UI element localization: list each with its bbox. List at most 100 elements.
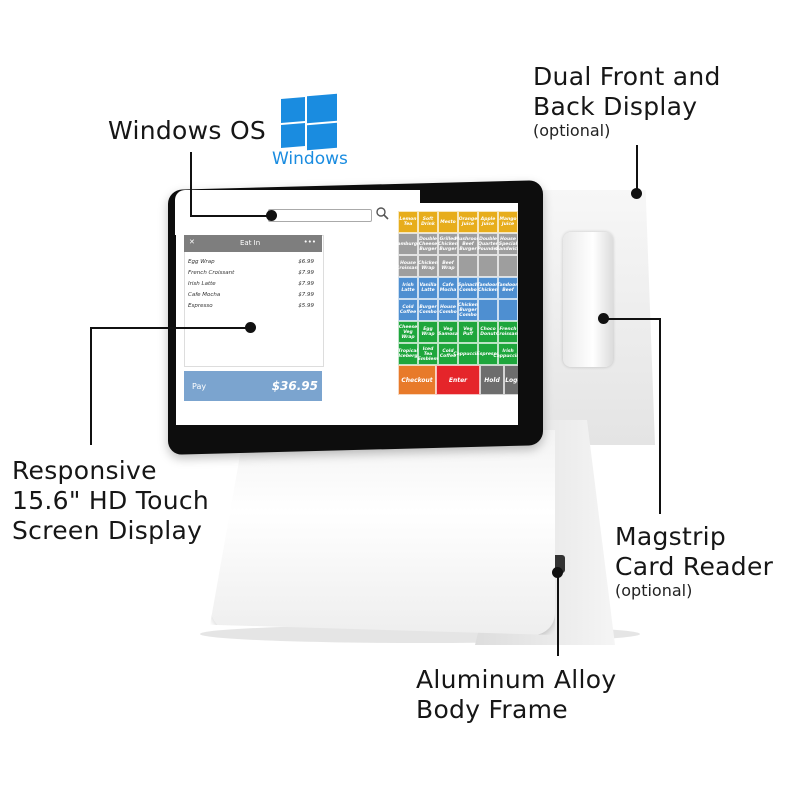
hold-button[interactable]: Hold [480,365,504,395]
touch-screen-label-2: 15.6" HD Touch [12,486,210,515]
alloy-leader-dot [552,567,563,578]
pay-button[interactable]: Pay $36.95 [184,371,322,401]
order-line-item[interactable]: Cafe Mocha $7.99 [188,292,314,298]
menu-item-button[interactable]: Double Quarter Pounder [477,233,499,255]
menu-item-button[interactable]: Cafe Mocha [438,277,458,299]
menu-item-button[interactable]: Iced Tea Emblem [418,343,438,365]
magstrip-label-2: Card Reader [615,552,774,581]
enter-button[interactable]: Enter [436,365,480,395]
alloy-frame-label-1: Aluminum Alloy [416,665,617,694]
menu-item-button[interactable]: Apple Juice [478,211,498,233]
menu-item-button[interactable]: Cheese Veg Wrap [398,321,418,343]
order-total: $36.95 [271,379,318,393]
windows-leader-line [190,152,192,216]
magstrip-leader-dot [598,313,609,324]
menu-item-button[interactable]: Grilled Chicken Burger [438,233,458,255]
dual-display-leader-dot [631,188,642,199]
order-item-name: Irish Latte [188,281,216,287]
menu-item-button[interactable]: House Combo [438,299,458,321]
menu-item-button[interactable]: Chicken Wrap [418,255,438,277]
menu-item-button[interactable]: Mushroom Beef Burger [455,233,481,255]
menu-item-button[interactable]: Veg Samosa [438,321,458,343]
search-input[interactable] [268,209,372,222]
menu-item-button[interactable]: Soft Drink [418,211,438,233]
menu-item-button[interactable]: Hamburger [394,233,422,255]
menu-item-button[interactable] [478,255,498,277]
logout-button[interactable]: Logout [504,365,518,395]
menu-item-button[interactable]: Tandoori Chicken [477,277,499,299]
order-header: ✕ Eat In ••• [184,235,322,252]
more-icon[interactable]: ••• [303,238,316,246]
magstrip-card-reader [563,232,613,367]
order-item-name: Cafe Mocha [188,292,221,298]
touch-leader-dot [245,322,256,333]
menu-item-button[interactable]: French Croissant [496,321,518,343]
order-line-item[interactable]: Egg Wrap $6.99 [188,259,314,265]
order-line-item[interactable]: French Croissant $7.99 [188,270,314,276]
magstrip-optional: (optional) [615,581,693,600]
touch-leader-line-h [90,327,250,329]
menu-item-button[interactable]: Irish Latte [398,277,418,299]
menu-item-button[interactable] [498,299,518,321]
dual-display-optional: (optional) [533,121,611,140]
order-panel [184,235,324,367]
menu-item-button[interactable]: Beef Wrap [438,255,458,277]
touch-leader-line [90,327,92,445]
menu-item-button[interactable]: Cold Coffee [438,343,458,365]
magstrip-label-1: Magstrip [615,522,727,551]
order-line-item[interactable]: Espresso $5.99 [188,303,314,309]
menu-item-button[interactable]: Mango Juice [498,211,518,233]
magstrip-leader-line [659,318,661,514]
alloy-leader-line [557,572,559,656]
menu-item-button[interactable]: Lemon Tea [398,211,418,233]
menu-item-button[interactable]: Tropical Iceberg [398,343,418,365]
order-item-price: $7.99 [298,292,314,298]
menu-item-button[interactable]: Egg Wrap [418,321,438,343]
order-item-price: $7.99 [298,270,314,276]
menu-item-button[interactable]: Orange Juice [458,211,478,233]
dual-display-leader-line [636,145,638,193]
menu-item-button[interactable]: Tandoori Beef [497,277,518,299]
menu-item-button[interactable] [478,299,498,321]
order-line-item[interactable]: Irish Latte $7.99 [188,281,314,287]
menu-item-button[interactable]: House Croissant [396,255,420,277]
menu-item-button[interactable] [458,255,478,277]
menu-item-button[interactable]: Chicken Burger Combo [458,299,478,321]
menu-item-button[interactable]: Spinach Combo [458,277,478,299]
close-icon[interactable]: ✕ [189,238,195,246]
menu-item-button[interactable]: Vanilla Latte [418,277,438,299]
menu-item-button[interactable]: Mesto [438,211,458,233]
menu-item-button[interactable]: Espresso [477,343,499,365]
dual-display-label-2: Back Display [533,92,698,121]
menu-item-button[interactable]: Choco Donut [478,321,498,343]
order-item-price: $5.99 [298,303,314,309]
alloy-frame-label-2: Body Frame [416,695,568,724]
order-item-price: $6.99 [298,259,314,265]
menu-item-button[interactable]: Burger Combo [418,299,438,321]
order-item-name: French Croissant [188,270,235,276]
order-item-price: $7.99 [298,281,314,287]
menu-item-button[interactable]: Veg Puff [458,321,478,343]
pay-label: Pay [192,382,207,391]
windows-logo-text: Windows [272,149,348,169]
menu-item-button[interactable]: Irish Cappuccino [493,343,518,365]
order-item-name: Egg Wrap [188,259,215,265]
menu-item-button[interactable] [498,255,518,277]
stand-front-panel [210,430,555,635]
order-item-name: Espresso [188,303,213,309]
search-icon[interactable] [375,206,389,220]
touch-screen-label-1: Responsive [12,456,157,485]
menu-item-button[interactable]: Double Cheese Burger [418,233,438,255]
menu-item-button[interactable]: House Special Sandwich [496,233,518,255]
touch-screen-label-3: Screen Display [12,516,203,545]
order-type-title: Eat In [240,239,261,247]
windows-leader-dot [266,210,277,221]
magstrip-leader-line-h [604,318,660,320]
dual-display-label-1: Dual Front and [533,62,721,91]
windows-os-label: Windows OS [108,116,267,145]
checkout-button[interactable]: Checkout [398,365,436,395]
menu-item-button[interactable]: Cold Coffee [398,299,418,321]
menu-item-button[interactable]: Cappuccino [453,343,483,365]
